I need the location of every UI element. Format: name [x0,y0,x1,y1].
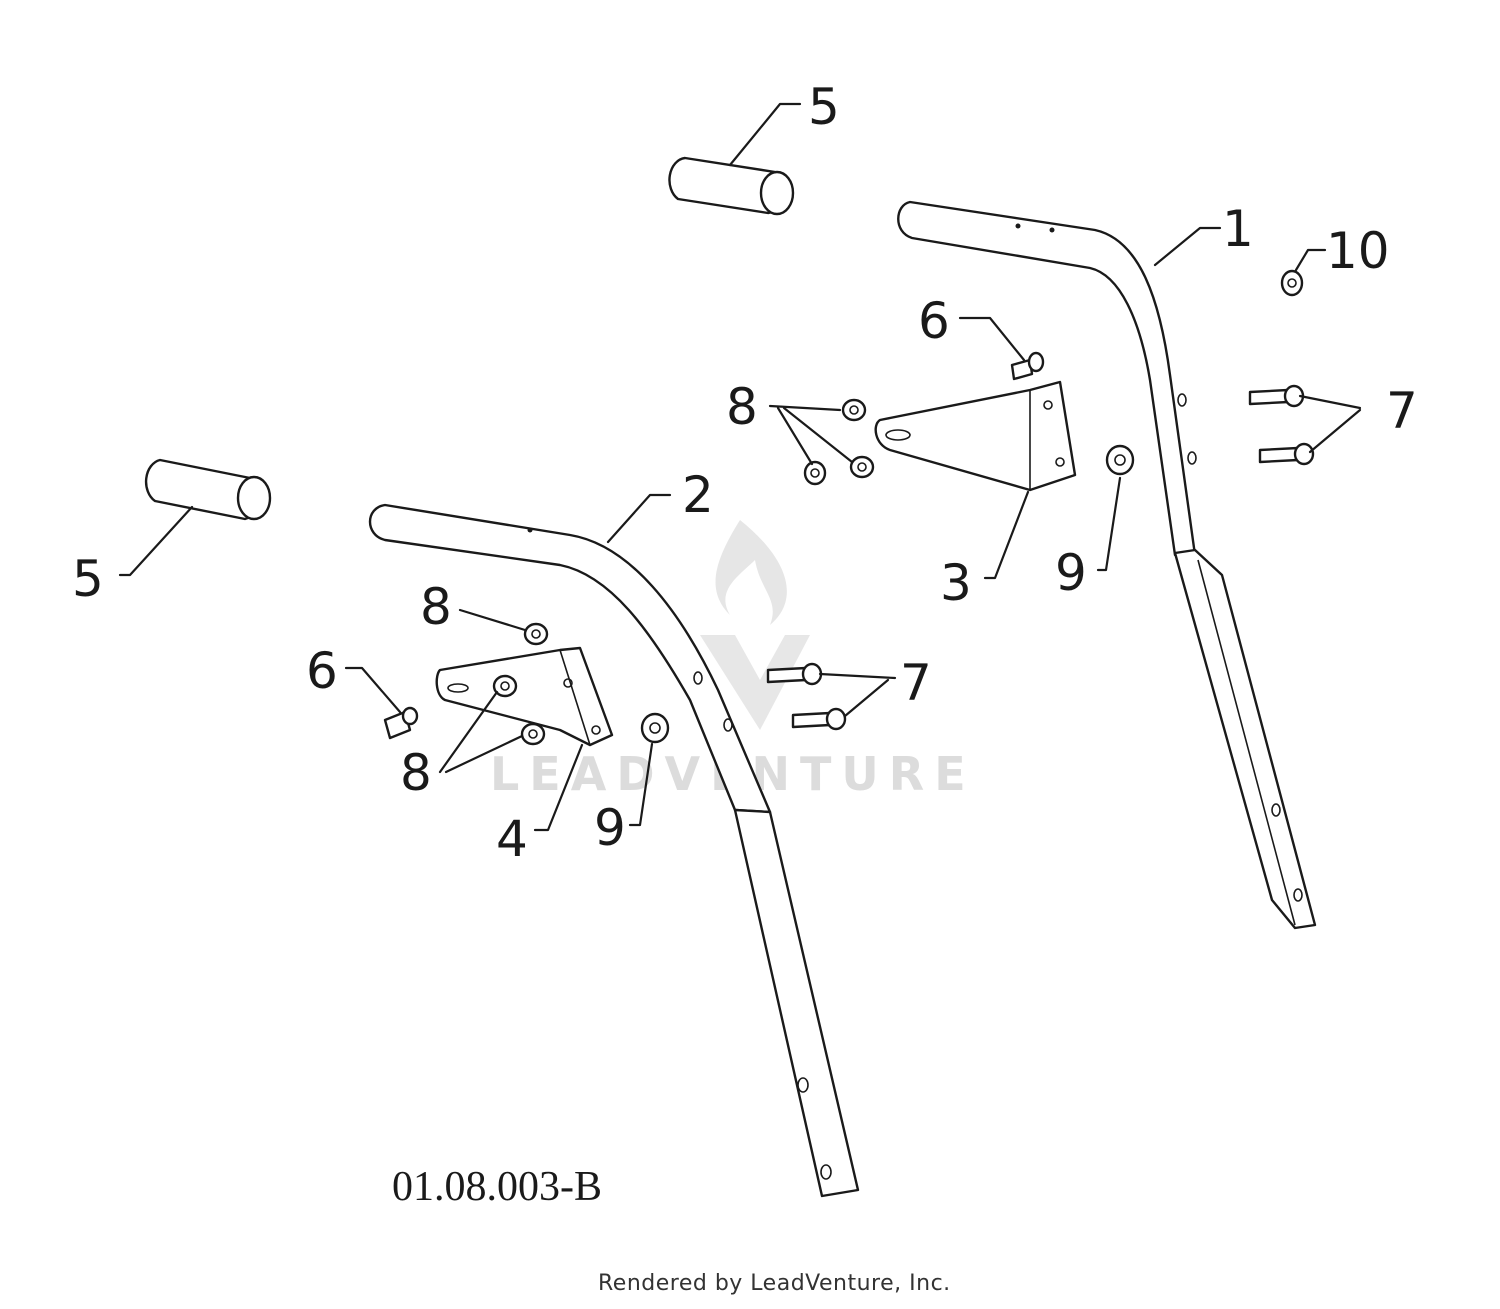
bolt-7-upper-right [1248,384,1305,408]
washer-9-right [1105,444,1135,476]
credit-line: Rendered by LeadVenture, Inc. [598,1271,951,1296]
callout-5-top: 5 [808,78,840,136]
drawing-code: 01.08.003-B [392,1164,602,1210]
callout-5-left: 5 [72,550,104,608]
callout-2: 2 [682,466,714,524]
callout-4: 4 [496,810,528,868]
callout-7-left: 7 [900,654,932,712]
washer-9-left [640,712,670,744]
callout-9-right: 9 [1055,544,1087,602]
handle-upper-left [368,503,860,1198]
bracket-right [874,380,1077,492]
bolt-7-lower-right [1258,442,1315,466]
bracket-left [435,646,614,747]
nut-8-upper-a [841,398,867,422]
callout-6-left: 6 [306,642,338,700]
handle-upper-right [897,200,1317,930]
callout-8-left-top: 8 [420,578,452,636]
callout-1: 1 [1222,200,1254,258]
nut-8-upper-b [803,460,827,486]
grip-tube-left [144,458,272,521]
bolt-7-upper-left [766,662,823,686]
callout-10: 10 [1326,222,1390,280]
callout-8-left-bottom: 8 [400,744,432,802]
washer-10 [1280,269,1304,297]
nut-8-left-b [492,674,518,698]
callout-6-right: 6 [918,292,950,350]
watermark-logo [700,520,810,730]
callout-9-left: 9 [594,799,626,857]
nut-8-left-a [523,622,549,646]
bolt-6-right [1010,351,1045,381]
callout-8-upper: 8 [726,378,758,436]
bolt-6-left [383,706,419,740]
callout-3: 3 [940,554,972,612]
nut-8-upper-c [849,455,875,479]
grip-tube-top [668,156,795,216]
leader-lines [118,102,1362,832]
callout-7-right: 7 [1386,382,1418,440]
bolt-7-lower-left [791,707,847,731]
nut-8-left-c [520,722,546,746]
